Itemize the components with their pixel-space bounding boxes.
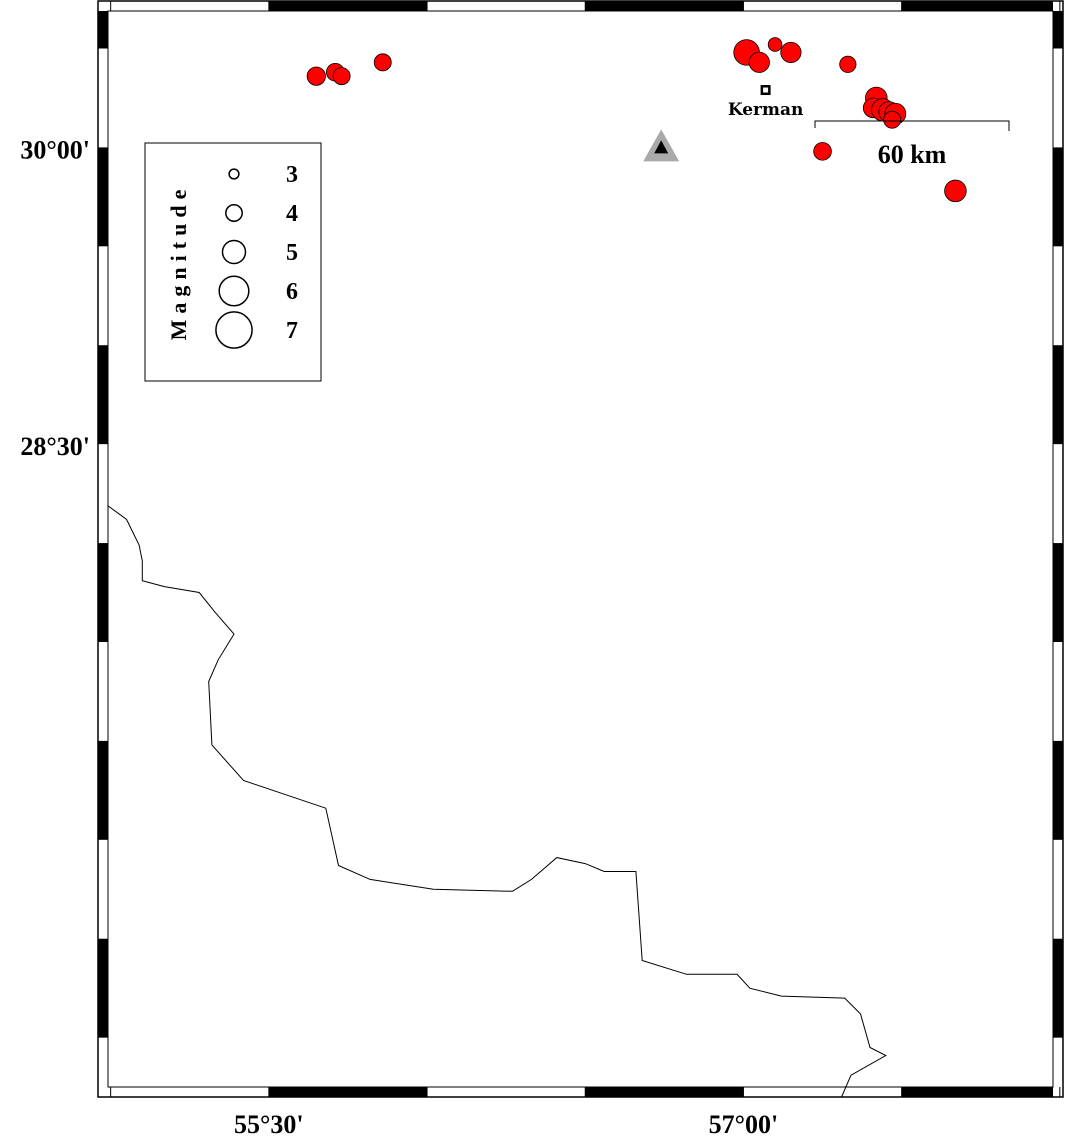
earthquake-point [748,51,770,73]
city-kerman: Kerman [728,85,804,120]
frame-segment-left [98,345,108,445]
frame-segment-right [1053,543,1063,642]
frame-segment-bottom [268,1087,428,1097]
frame-segment-right [1053,938,1063,1038]
earthquake-point [944,179,967,203]
frame-segment-bottom [585,1087,744,1097]
legend-label: 7 [286,318,298,344]
frame-segment-right [1053,11,1063,49]
earthquake-layer [306,37,967,203]
legend-circle [225,204,243,222]
frame-segment-right [1053,740,1063,840]
scale-bar: 60 km [814,120,1010,169]
legend-circle [218,275,250,307]
frame-segment-top [901,1,1053,11]
frame-segment-left [98,938,108,1038]
frame-segment-bottom [901,1087,1053,1097]
x-tick-label: 55°30' [234,1110,304,1137]
scale-bar-line [814,120,1010,131]
province-boundary [107,505,887,1098]
scale-bar-label: 60 km [878,140,947,169]
earthquake-point [780,41,802,64]
city-label: Kerman [728,100,804,120]
magnitude-legend: Magnitude 3 4 5 6 7 [144,142,322,382]
axis-tick-labels: 30°00' 28°30' 55°30' 57°00' [20,135,778,1137]
earthquake-point [306,66,326,86]
earthquake-point [883,110,902,129]
station-triangle-icon [654,140,669,154]
frame-segment-right [1053,147,1063,247]
earthquake-point [332,67,351,86]
city-square-inner [763,87,769,93]
legend-circle [221,239,247,265]
legend-label: 6 [286,279,298,305]
frame-segment-top [268,1,428,11]
earthquake-point [373,53,392,72]
frame-segment-left [98,543,108,642]
legend-label: 5 [286,240,298,266]
frame-segment-left [98,740,108,840]
y-tick-label: 30°00' [20,135,90,164]
frame-segment-left [98,147,108,247]
frame-segment-left [98,11,108,49]
boundary-line [107,505,887,1098]
station-marker [643,129,680,162]
legend-circle [215,311,253,349]
legend-circle [228,168,240,180]
earthquake-point [839,55,857,73]
frame-segment-right [1053,345,1063,445]
x-tick-label: 57°00' [709,1110,779,1137]
frame-segment-top [585,1,744,11]
earthquake-point [813,142,832,161]
legend-items: 3 4 5 6 7 [215,162,298,349]
y-tick-label: 28°30' [20,432,90,461]
legend-label: 4 [286,201,298,227]
legend-label: 3 [286,162,298,188]
earthquake-point [767,37,783,52]
legend-title: Magnitude [166,184,191,341]
